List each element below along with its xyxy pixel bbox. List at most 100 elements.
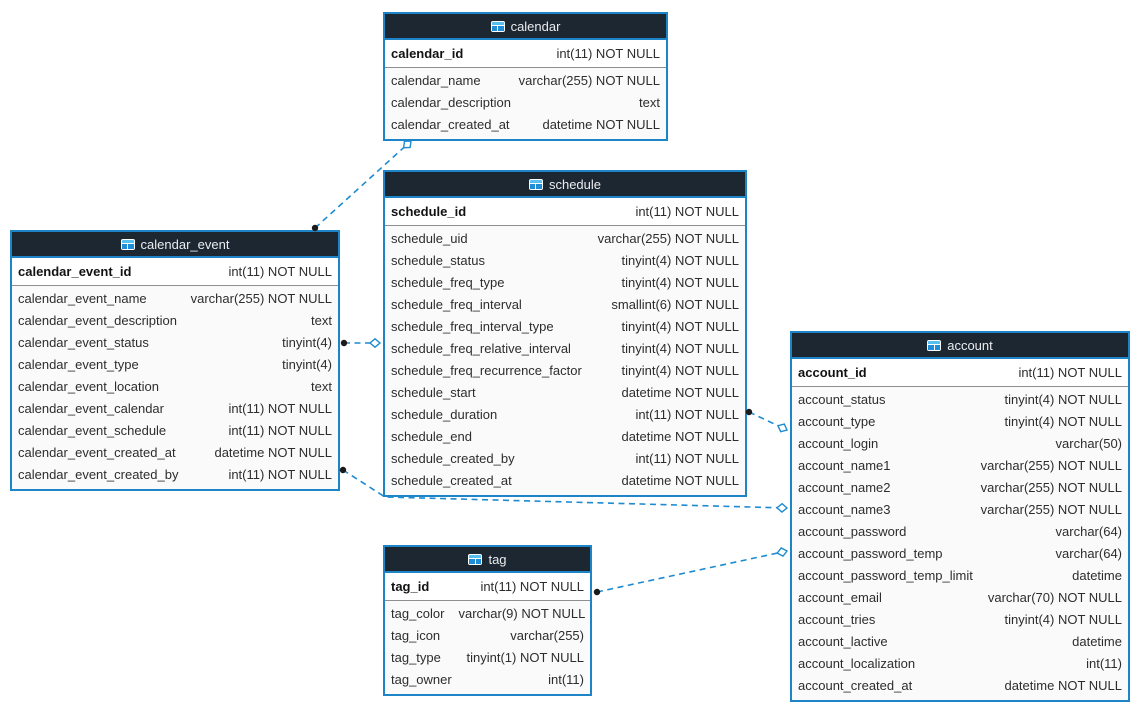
column-name: account_password	[798, 524, 907, 539]
column-type: int(11) NOT NULL	[635, 451, 739, 466]
column-name: calendar_event_calendar	[18, 401, 164, 416]
relationship-calendar_event-calendar[interactable]	[311, 140, 412, 232]
column-name: calendar_description	[391, 95, 511, 110]
column-type: tinyint(4) NOT NULL	[1004, 612, 1122, 627]
column-name: calendar_event_status	[18, 335, 149, 350]
column-type: datetime NOT NULL	[542, 117, 660, 132]
column-schedule_created_at[interactable]: schedule_created_at datetime NOT NULL	[385, 470, 745, 492]
table-header-schedule[interactable]: schedule	[385, 172, 745, 198]
table-header-tag[interactable]: tag	[385, 547, 590, 573]
column-name: account_localization	[798, 656, 916, 671]
column-type: text	[311, 313, 332, 328]
table-icon	[927, 339, 942, 351]
column-name: schedule_id	[391, 204, 467, 219]
table-header-calendar[interactable]: calendar	[385, 14, 666, 40]
column-name: calendar_event_description	[18, 313, 177, 328]
column-calendar_event_description[interactable]: calendar_event_description text	[12, 310, 338, 332]
column-name: schedule_freq_interval_type	[391, 319, 554, 334]
column-name: account_status	[798, 392, 886, 407]
table-header-account[interactable]: account	[792, 333, 1128, 359]
column-type: varchar(70) NOT NULL	[987, 590, 1122, 605]
column-type: tinyint(4) NOT NULL	[1004, 414, 1122, 429]
column-name: account_lactive	[798, 634, 888, 649]
table-title: calendar_event	[140, 236, 230, 252]
column-name: tag_id	[391, 579, 430, 594]
column-name: schedule_uid	[391, 231, 468, 246]
column-schedule_created_by[interactable]: schedule_created_by int(11) NOT NULL	[385, 448, 745, 470]
column-type: datetime NOT NULL	[621, 473, 739, 488]
column-type: int(11) NOT NULL	[556, 46, 660, 61]
column-type: int(11) NOT NULL	[228, 264, 332, 279]
column-name: calendar_event_created_by	[18, 467, 179, 482]
table-title: account	[947, 337, 993, 353]
column-type: varchar(255) NOT NULL	[980, 458, 1122, 473]
column-type: tinyint(1) NOT NULL	[466, 650, 584, 665]
column-schedule_freq_interval_type[interactable]: schedule_freq_interval_type tinyint(4) NO…	[385, 316, 745, 338]
column-type: datetime NOT NULL	[214, 445, 332, 460]
table-header-calendar-event[interactable]: calendar_event	[12, 232, 338, 258]
column-name: schedule_created_at	[391, 473, 512, 488]
column-account_lactive[interactable]: account_lactive datetime	[792, 631, 1128, 653]
relationship-calendar_event-account[interactable]	[339, 466, 789, 513]
column-type: datetime	[1072, 634, 1122, 649]
column-type: tinyint(4)	[282, 357, 332, 372]
relationship-tag-account[interactable]	[593, 547, 789, 596]
column-name: schedule_freq_interval	[391, 297, 522, 312]
relationship-schedule-account[interactable]	[745, 408, 788, 433]
column-type: int(11)	[548, 672, 584, 687]
column-type: varchar(255) NOT NULL	[190, 291, 332, 306]
column-name: schedule_created_by	[391, 451, 515, 466]
column-type: tinyint(4) NOT NULL	[621, 319, 739, 334]
column-name: calendar_event_name	[18, 291, 147, 306]
column-calendar_event_name[interactable]: calendar_event_name varchar(255) NOT NULL	[12, 288, 338, 310]
column-name: tag_icon	[391, 628, 441, 643]
